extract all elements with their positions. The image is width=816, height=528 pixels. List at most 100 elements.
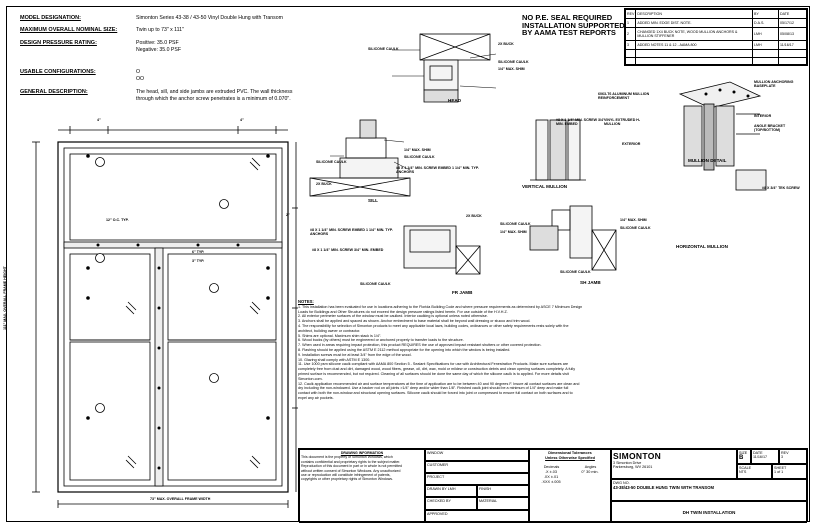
callout-screw-vmull: #8 X 1 1/4" MIN. SCREW 3/4" MIN. EMBED bbox=[556, 118, 605, 127]
tolerance-3: .XXX ±.005 bbox=[541, 480, 561, 484]
note-line: 1. This installation has been evaluated … bbox=[298, 304, 583, 309]
callout-screw-jamb: #8 X 1 1/4" MIN. SCREW EMBED 1 1/4" MIN.… bbox=[310, 228, 393, 237]
general-value-1: The head, sill, and side jambs are extru… bbox=[136, 89, 293, 95]
note-line: 8. Flashing should be applied using the … bbox=[298, 347, 511, 352]
rev-row-1-date: 05/17/12 bbox=[778, 18, 807, 28]
note-line: expel any air pockets. bbox=[298, 395, 334, 400]
dim-4-left: 4" bbox=[97, 118, 101, 122]
note-line: 10. Glazing shall comply with ASTM E 130… bbox=[298, 357, 371, 362]
checked-cell: CHECKED BY bbox=[425, 497, 477, 510]
customer-cell: CUSTOMER bbox=[425, 461, 529, 473]
rev-row-3-date: 11/16/17 bbox=[778, 40, 807, 50]
size-value: B bbox=[739, 455, 744, 461]
date-value: 11/16/17 bbox=[753, 455, 768, 459]
drawn-value: LMH bbox=[447, 487, 456, 491]
checked-label: CHECKED BY bbox=[427, 499, 451, 503]
note-line: Simonton.com. bbox=[298, 376, 323, 381]
callout-caulk-head-2: SILICONE CAULK bbox=[498, 60, 529, 64]
head-section-label: HEAD bbox=[448, 98, 462, 103]
callout-tek: #8 X 3/4" TEK SCREW bbox=[762, 186, 800, 190]
size-label: MAXIMUM OVERALL NOMINAL SIZE: bbox=[20, 27, 118, 33]
config-oo: OO bbox=[136, 76, 145, 82]
customer-label: CUSTOMER bbox=[427, 463, 449, 467]
callout-caulk-sill-2: SILICONE CAULK bbox=[316, 160, 347, 164]
callout-shim-head: 1/4" MAX. SHIM bbox=[498, 67, 525, 71]
width-dimension: 73" MAX. OVERALL FRAME WIDTH bbox=[150, 497, 211, 501]
address-line-1: 3 Simonton Drive bbox=[613, 461, 642, 465]
note-line: Loads for Buildings and Other Structures… bbox=[298, 309, 508, 314]
pressure-label: DESIGN PRESSURE RATING: bbox=[20, 40, 97, 46]
note-line: completely free from dust and dirt, dama… bbox=[298, 367, 576, 372]
callout-caulk-jamb: SILICONE CAULK bbox=[500, 222, 531, 226]
rev-row-2-num: 2 bbox=[624, 27, 637, 41]
footer-title: DH TWIN INSTALLATION bbox=[682, 510, 736, 515]
decimals-label: Decimals bbox=[543, 465, 560, 469]
brand-logo: SIMONTON bbox=[613, 451, 662, 461]
tolerance-box: Dimensional Tolerances Unless Otherwise … bbox=[529, 449, 611, 523]
rev-row-1-desc: ADDED MIN. EDGE DIST. NOTE. bbox=[635, 18, 753, 28]
callout-buck-sill: 2X BUCK bbox=[316, 182, 332, 186]
window-label: WINDOW bbox=[427, 451, 444, 455]
callout-caulk-head: SILICONE CAULK bbox=[368, 47, 399, 51]
model-label: MODEL DESIGNATION: bbox=[20, 15, 81, 21]
disclaimer-line: without written consent of Simonton Wind… bbox=[301, 468, 401, 473]
config-o: O bbox=[136, 69, 141, 75]
angles-label: Angles bbox=[584, 465, 597, 469]
material-label: MATERIAL bbox=[479, 499, 498, 503]
note-line: 6. Wood bucks (by others) must be engine… bbox=[298, 338, 464, 343]
seal-line-3: BY AAMA TEST REPORTS bbox=[522, 28, 616, 37]
note-line: dry including the non-windowed. Use a ba… bbox=[298, 386, 569, 391]
rev-header-date: DATE bbox=[778, 9, 807, 19]
horizontal-mullion-label: HORIZONTAL MULLION bbox=[676, 244, 728, 249]
note-line: architect, building owner or contractor. bbox=[298, 328, 361, 333]
section-details bbox=[309, 33, 617, 275]
rev-row-3-num: 3 bbox=[624, 40, 637, 50]
note-line: contact with both the non-window and str… bbox=[298, 391, 573, 396]
callout-bracket: ANGLE BRACKET (TOP/BOTTOM) bbox=[754, 124, 786, 133]
general-value-2: through which the anchor screw penetrate… bbox=[136, 96, 291, 102]
rev-row-3-desc: ADDED NOTES 11 & 12 - AAMA 800 bbox=[635, 40, 753, 50]
tolerance-title: Dimensional Tolerances bbox=[548, 451, 592, 455]
callout-shim-shjamb: 1/4" MAX. SHIM bbox=[620, 218, 647, 222]
angle-tolerance: 0° 30 min. bbox=[581, 470, 599, 474]
callout-buck-jamb: 2X BUCK bbox=[466, 214, 482, 218]
tolerance-1: .X ±.03 bbox=[544, 470, 557, 474]
callout-exterior: EXTERIOR bbox=[622, 142, 641, 146]
seal-line-1: NO P.E. SEAL REQUIRED bbox=[522, 13, 613, 22]
material-cell: MATERIAL bbox=[477, 497, 529, 510]
disclaimer-line: Reproduction of this document in part or… bbox=[301, 464, 402, 469]
rev-row-2-date: 05/08/13 bbox=[778, 27, 807, 41]
dwg-value: 43-38/43-50 DOUBLE HUNG TWIN WITH TRANSO… bbox=[613, 485, 714, 490]
rev-row-2-desc: CHANGED 1X4 BUCK NOTE, WOOD MULLION ANCH… bbox=[635, 27, 753, 41]
config-label: USABLE CONFIGURATIONS: bbox=[20, 69, 96, 75]
footer-cell: DH TWIN INSTALLATION bbox=[611, 501, 807, 523]
sill-section-label: SILL bbox=[368, 198, 378, 203]
address-line-2: Parkersburg, WV 26101 bbox=[613, 465, 653, 469]
note-line: 12. Caulk application recommended air an… bbox=[298, 381, 580, 386]
note-line: 5. Shims are optional. Maximum shim stac… bbox=[298, 333, 382, 338]
disclaimer-box: DRAWING INFORMATION This document is the… bbox=[299, 449, 425, 523]
sh-jamb-label: SH JAMB bbox=[580, 280, 601, 285]
rev-header-by: BY bbox=[752, 9, 779, 19]
project-cell: PROJECT bbox=[425, 473, 529, 485]
note-line: 2. All exterior perimeter surfaces of th… bbox=[298, 314, 488, 319]
size-value: Twin up to 73" x 111" bbox=[136, 27, 184, 33]
vertical-mullion-label: VERTICAL MULLION bbox=[522, 184, 568, 189]
note-line: 9. Installation screws must be at least … bbox=[298, 352, 412, 357]
callout-screw-jamb-2: #8 X 1 1/4" MIN. SCREW 3/4" MIN. EMBED bbox=[312, 248, 384, 252]
dwg-no-cell: DWG NO.43-38/43-50 DOUBLE HUNG TWIN WITH… bbox=[611, 479, 807, 501]
note-line: 11. Use 1000 psm silicone caulk complian… bbox=[298, 362, 569, 367]
note-line: 4. The responsibility for selection of S… bbox=[298, 323, 569, 328]
note-line: primed surface is recommended, but not r… bbox=[298, 371, 569, 376]
finish-label: FINISH bbox=[479, 487, 492, 491]
tolerance-subtitle: Unless Otherwise Specified bbox=[545, 456, 595, 460]
note-line: 7. When used in areas requiring impact p… bbox=[298, 343, 542, 348]
callout-interior: INTERIOR bbox=[754, 114, 772, 118]
callout-screw-sill: #8 X 1 1/4" MIN. SCREW EMBED 1 1/4" MIN.… bbox=[396, 166, 479, 175]
rev-header-desc: DESCRIPTION bbox=[635, 9, 753, 19]
disclaimer-line: use or reproduction will constitute infr… bbox=[301, 473, 391, 478]
window-cell: WINDOW bbox=[425, 449, 529, 461]
